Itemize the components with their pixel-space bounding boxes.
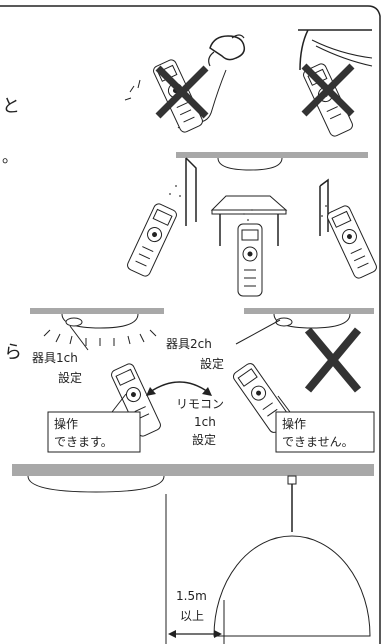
remote-control-icon	[327, 205, 377, 279]
ceiling-bar	[176, 152, 368, 158]
distance-qualifier: 以上	[180, 609, 204, 623]
fixture-2ch-label: 器具2ch	[166, 337, 212, 351]
fixture-2ch-setting: 設定	[200, 356, 224, 371]
wall-panel-right	[319, 178, 329, 236]
frame-border	[0, 5, 381, 644]
cross-mark-icon	[155, 65, 209, 119]
remote-setting: 設定	[192, 432, 216, 447]
callout-ok-line1: 操作	[54, 416, 78, 431]
wall-panel-left	[185, 157, 197, 226]
fixture-1ch-label: 器具1ch	[32, 351, 78, 365]
distance-guides	[165, 494, 225, 644]
bathroom-fixture	[298, 29, 373, 71]
ceiling-light	[217, 157, 283, 171]
ceiling-light-bottom	[27, 475, 165, 493]
cross-mark-icon	[301, 63, 355, 117]
ceiling-bar-bottom	[12, 464, 374, 476]
callout-ok-line2: できます。	[54, 435, 113, 449]
callout-ok: 操作 できます。	[47, 393, 141, 453]
side-char-3: ら	[4, 342, 22, 363]
callout-ng: 操作 できません。	[275, 395, 375, 453]
remote-control-icon	[127, 203, 177, 277]
ceiling-bar-left	[30, 308, 164, 314]
cross-mark-icon	[304, 327, 362, 393]
arrow-both-icon	[146, 381, 212, 396]
callout-ng-line1: 操作	[282, 416, 306, 431]
remote-channel: 1ch	[194, 415, 216, 429]
side-char-1: と	[2, 96, 20, 117]
pendant-light	[213, 475, 371, 637]
callout-ng-line2: できません。	[282, 435, 354, 449]
side-char-2: 。	[2, 147, 18, 166]
fixture-1ch-light	[43, 313, 157, 346]
remote-control-icon	[237, 223, 263, 297]
fixture-1ch-setting: 設定	[58, 370, 82, 385]
table-obstacle	[210, 195, 288, 246]
fixture-2ch-light	[273, 313, 351, 329]
remote-label: リモコン	[176, 397, 224, 411]
ceiling-bar-right	[244, 308, 374, 314]
distance-value: 1.5m	[176, 589, 207, 603]
